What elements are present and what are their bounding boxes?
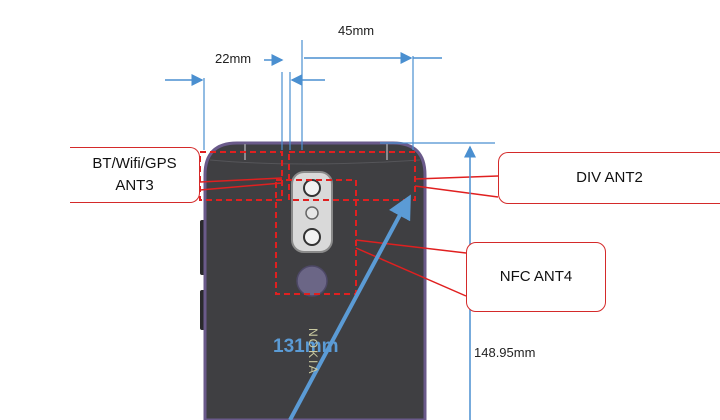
ant4-zone	[275, 179, 357, 295]
callout-ant4-text: NFC ANT4	[499, 268, 573, 285]
ant2-zone	[288, 151, 416, 201]
callout-ant2: DIV ANT2	[498, 152, 720, 204]
ant3-leader-bottom	[199, 182, 283, 191]
diagonal-label: 131mm	[273, 336, 339, 357]
callout-ant3: BT/Wifi/GPS ANT3	[70, 147, 200, 203]
camera-lens-top	[303, 179, 321, 197]
camera-flash	[305, 206, 319, 220]
fingerprint-sensor	[296, 265, 328, 297]
callout-ant3-line1: BT/Wifi/GPS	[92, 155, 177, 172]
dim-label-22mm: 22mm	[213, 51, 254, 66]
ant2-leader-top	[414, 175, 499, 180]
top-band	[209, 159, 421, 165]
brand-logo-text: NOKIA	[306, 328, 320, 376]
ant4-leader-top	[355, 239, 467, 254]
ant2-leader-bottom	[414, 185, 499, 198]
callout-ant4: NFC ANT4	[466, 242, 606, 312]
dim-label-height: 148.95mm	[472, 345, 538, 360]
ant3-zone	[199, 151, 283, 201]
camera-lens-bottom	[303, 228, 321, 246]
callout-ant2-text: DIV ANT2	[576, 169, 643, 186]
callout-ant3-line2: ANT3	[115, 177, 154, 194]
dim-label-45mm: 45mm	[336, 23, 377, 38]
diagonal-arrow	[288, 194, 411, 420]
ant3-leader-top	[199, 177, 283, 183]
ant4-leader-bottom	[355, 247, 467, 297]
